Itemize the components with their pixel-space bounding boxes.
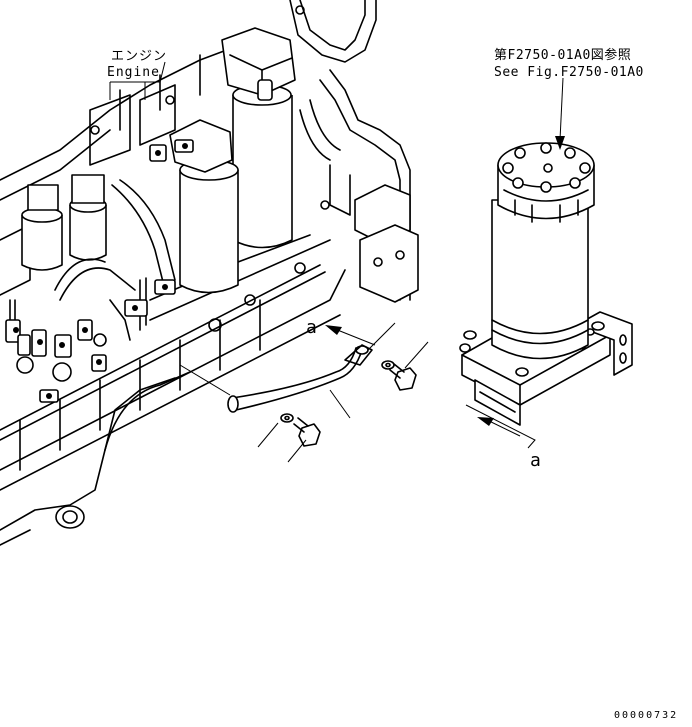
view-label-a-upper: a <box>306 317 317 338</box>
view-arrow-a-lower <box>465 404 536 449</box>
washer-lower <box>280 413 294 423</box>
bolt-lower <box>293 417 321 447</box>
bolt-upper <box>389 363 417 391</box>
engine-label-en: Engine <box>107 65 160 80</box>
reference-label-en: See Fig.F2750-01A0 <box>494 65 644 80</box>
hose-tube <box>227 344 373 413</box>
view-arrow-a-upper <box>325 325 376 346</box>
engine-label-jp: エンジン <box>111 49 167 64</box>
washer-upper <box>381 360 395 370</box>
fittings <box>5 5 330 403</box>
view-label-a-lower: a <box>530 450 541 471</box>
drawing-number: 00000732 <box>614 710 678 721</box>
filter-assembly <box>459 142 633 426</box>
reference-label-jp: 第F2750-01A0図参照 <box>494 47 631 63</box>
engine-assembly <box>0 0 419 546</box>
